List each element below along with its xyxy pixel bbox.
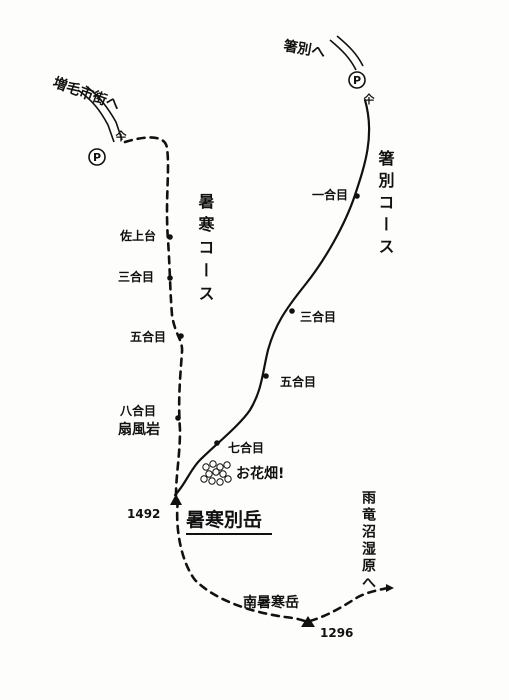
waypoint-shokan-3gome xyxy=(289,308,295,314)
label-west-3gome: 三合目 xyxy=(118,269,154,284)
parking-icon: P xyxy=(348,71,366,89)
road-to-mashike xyxy=(77,85,123,143)
arrow-icon xyxy=(386,584,394,592)
label-shokan-course: 箸別コース xyxy=(376,149,396,260)
label-minami-elev: 1296 xyxy=(320,626,353,640)
parking-icon: P xyxy=(88,148,106,166)
label-to-shokanbetsu: 箸別へ xyxy=(282,37,326,61)
waypoint-west-8gome xyxy=(175,415,181,421)
label-shokan-7gome: 七合目 xyxy=(228,440,264,455)
label-west-8gome: 八合目 xyxy=(119,403,156,418)
label-shokanbetsu-elev: 1492 xyxy=(127,507,160,521)
label-shokan-1gome: 一合目 xyxy=(312,187,348,202)
label-sakujodai: 佐上台 xyxy=(119,228,156,243)
waypoint-shokan-1gome xyxy=(354,193,360,199)
label-west-5gome: 五合目 xyxy=(130,329,166,344)
label-minami-peak: 南暑寒岳 xyxy=(243,594,299,611)
toilet-icon: 仐 xyxy=(363,92,376,106)
waypoint-sakujodai xyxy=(167,234,173,240)
label-to-mashike: 増毛市街へ xyxy=(51,74,123,114)
svg-text:仐: 仐 xyxy=(363,92,376,106)
toilet-icon: 仐 xyxy=(115,129,128,143)
label-senpuiwa: 扇風岩 xyxy=(118,421,160,438)
waypoint-shokan-5gome xyxy=(263,373,269,379)
label-to-onsen: 雨竜沼湿原へ xyxy=(360,490,376,592)
label-shokan-5gome: 五合目 xyxy=(280,374,316,389)
west-trail xyxy=(123,136,184,497)
waypoint-west-3gome xyxy=(167,275,173,281)
minami-peak-icon xyxy=(301,616,315,627)
svg-text:仐: 仐 xyxy=(115,129,128,143)
onsen-trail xyxy=(308,586,390,623)
waypoint-west-5gome xyxy=(178,333,184,339)
south-trail xyxy=(175,498,309,624)
waypoint-shokan-7gome xyxy=(214,440,220,446)
shokanbetsu-peak-icon xyxy=(170,494,182,505)
label-flower-field: お花畑! xyxy=(236,465,284,482)
svg-text:P: P xyxy=(353,74,361,87)
label-shokanbetsu-peak: 暑寒別岳 xyxy=(186,508,262,531)
svg-text:P: P xyxy=(93,151,101,164)
road-to-shokanbetsu xyxy=(329,35,364,71)
flower-field-icon xyxy=(200,460,232,486)
label-shokan-course-west: 暑寒コース xyxy=(196,193,216,308)
label-shokan-3gome: 三合目 xyxy=(300,309,336,324)
